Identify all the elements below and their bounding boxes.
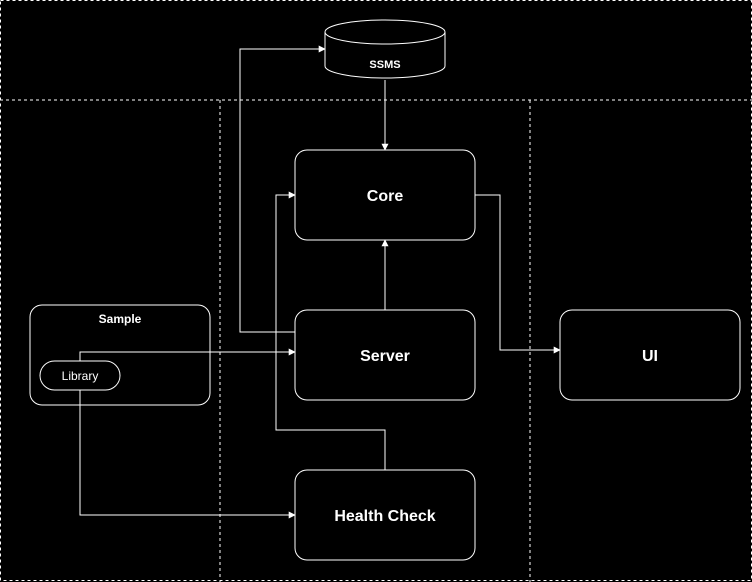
ui-box: [559, 309, 741, 401]
node-ui[interactable]: UI: [559, 309, 741, 401]
sample-box: [29, 304, 211, 406]
node-library[interactable]: Library: [39, 360, 121, 391]
health-check-box: [294, 469, 476, 561]
edge-healthcheck-to-core: [275, 191, 386, 470]
node-health-check[interactable]: Health Check: [294, 469, 476, 561]
edge-library-to-server: [79, 348, 296, 362]
library-label: Library: [62, 369, 99, 383]
node-core[interactable]: Core: [294, 149, 476, 241]
connectors: [79, 45, 561, 519]
sample-label: Sample: [99, 312, 142, 326]
edge-library-to-healthcheck: [79, 390, 296, 519]
library-pill: [39, 360, 121, 391]
node-server[interactable]: Server: [294, 309, 476, 401]
database-top: [324, 19, 446, 45]
ui-label: UI: [642, 348, 658, 365]
core-label: Core: [367, 188, 404, 205]
edge-server-to-ssms: [239, 45, 326, 333]
server-label: Server: [360, 348, 410, 365]
edge-core-to-ui: [475, 194, 561, 354]
database-icon: [324, 32, 446, 79]
server-box: [294, 309, 476, 401]
core-box: [294, 149, 476, 241]
ssms-label: SSMS: [369, 59, 400, 71]
health-check-label: Health Check: [334, 508, 435, 525]
node-sample[interactable]: Sample: [29, 304, 211, 406]
node-ssms[interactable]: SSMS: [324, 19, 446, 79]
